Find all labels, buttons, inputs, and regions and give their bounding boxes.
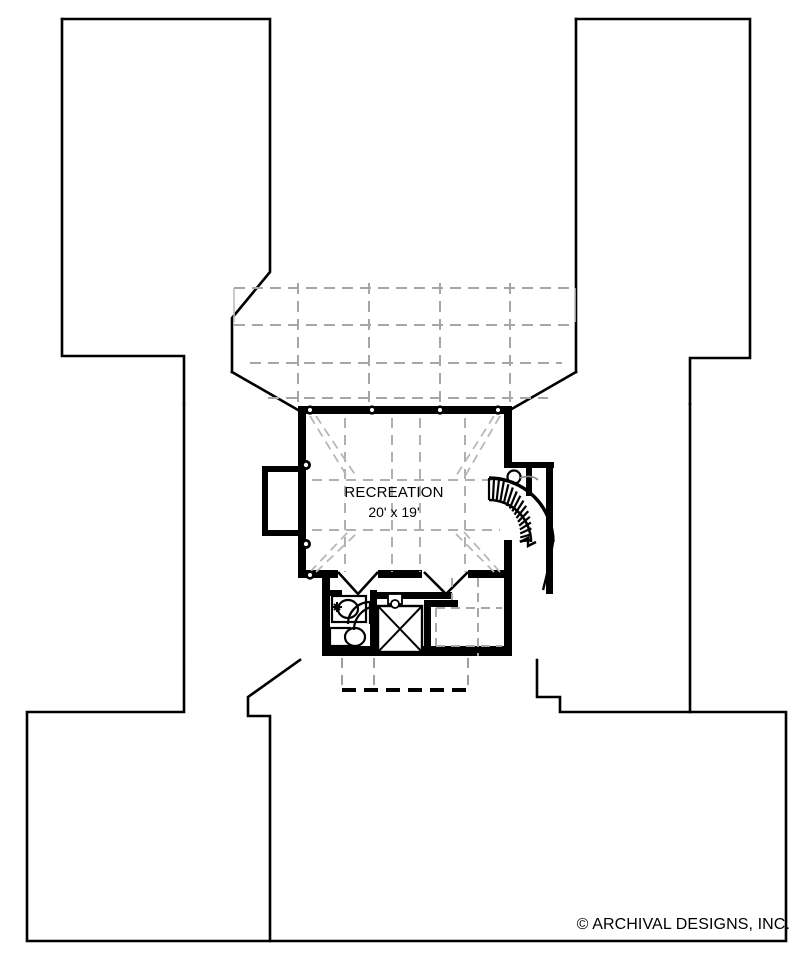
shower-x-2: [377, 605, 423, 653]
wall-vanity-front: [424, 600, 458, 607]
bay-left: [262, 466, 268, 536]
column-marker-hole-6: [438, 408, 442, 412]
tread-10: [515, 505, 528, 519]
faucet-icon: [332, 602, 342, 612]
bay-top: [262, 466, 304, 472]
toilet-icon: [343, 626, 367, 648]
tread-11: [517, 510, 530, 523]
tray-ceiling-pattern: [312, 418, 500, 572]
tread-8: [511, 495, 522, 512]
foundation-ghost-outline: [341, 658, 469, 690]
tread-13: [519, 521, 532, 531]
recreation-room-walls: [298, 406, 512, 578]
outer-outline: [25, 17, 788, 943]
door-swing-icon-left: [337, 571, 379, 596]
column-marker-hole-1: [308, 408, 312, 412]
outline-B: [60, 17, 186, 406]
tray-diag-tl: [309, 415, 349, 479]
bay-bottom: [262, 530, 304, 536]
wall-rec-bottom-right: [468, 570, 512, 578]
wall-rec-top: [298, 406, 512, 414]
tread-5: [502, 483, 510, 505]
wall-rec-bottom-mid: [378, 570, 422, 578]
wall-bath-return: [330, 590, 342, 596]
wall-vanity-back: [377, 592, 452, 599]
stair-handrail-ghost: [519, 475, 539, 481]
column-marker-hole-7: [496, 408, 500, 412]
wall-bath-partition: [370, 590, 377, 656]
stair-landing-inner: [526, 462, 532, 496]
stair-landing-top: [504, 462, 532, 468]
wall-rec-bottom-left: [298, 570, 338, 578]
staircase-icon: [487, 476, 555, 543]
left-bay-window: [262, 466, 304, 536]
tray-diag-bl2: [315, 533, 357, 573]
tray-diag-tr2: [455, 415, 495, 477]
tread-14: [519, 527, 532, 535]
tread-2: [491, 478, 496, 501]
stair-wall-curve: [541, 541, 555, 591]
wall-shower-partition: [424, 600, 431, 656]
wall-rec-right-lower: [504, 540, 512, 578]
stair-head-wall: [532, 462, 554, 468]
room-label-recreation: RECREATION: [344, 484, 443, 501]
outline-F: [508, 370, 578, 412]
door-swing-icon-right: [423, 571, 469, 596]
stair-outer-arc: [488, 476, 555, 543]
stair-outer-wall: [546, 462, 553, 594]
tread-9: [513, 500, 525, 516]
tray-diag-br: [463, 531, 501, 573]
bathroom-fixtures: [328, 593, 424, 654]
bath-door-swing-icon: [346, 600, 372, 625]
room-dimensions-recreation: 20' x 19': [368, 504, 419, 520]
closet-ghost-lines: [435, 578, 502, 656]
copyright-notice: © ARCHIVAL DESIGNS, INC.: [577, 916, 790, 933]
wall-rec-right-upper: [504, 406, 512, 462]
column-marker-hole-4: [308, 573, 312, 577]
tread-3: [495, 479, 501, 502]
tray-diag-bl: [309, 531, 349, 573]
tread-12: [518, 515, 531, 527]
small-basin-icon: [390, 599, 400, 609]
column-markers: [301, 405, 503, 580]
tread-7: [508, 490, 518, 509]
tray-diag-tl2: [315, 415, 357, 477]
wall-rec-left: [298, 406, 306, 578]
outline-H: [268, 402, 788, 943]
tread-15: [519, 533, 532, 539]
tray-diag-tr: [463, 415, 501, 479]
column-marker-hole-5: [370, 408, 374, 412]
roof-framing-grid: [234, 283, 575, 403]
outline-C: [574, 17, 752, 406]
outline-A: [60, 17, 272, 374]
tread-6: [505, 487, 514, 507]
tray-diag-br2: [455, 533, 495, 573]
door-swing-icons: [337, 571, 469, 596]
shower-door-swing-icon: [352, 604, 379, 631]
wall-service-right: [504, 578, 512, 656]
tread-4: [499, 481, 505, 503]
column-marker-hole-2: [303, 462, 309, 468]
wall-service-left: [322, 578, 330, 656]
tray-ceiling-diagonals: [309, 415, 501, 573]
stair-enclosure-walls: [504, 462, 554, 594]
outline-I: [535, 658, 692, 714]
outline-E: [230, 370, 300, 412]
stair-break-symbol: [519, 536, 537, 548]
roof-ghost-edges: [233, 288, 576, 322]
column-marker-hole-3: [303, 541, 309, 547]
